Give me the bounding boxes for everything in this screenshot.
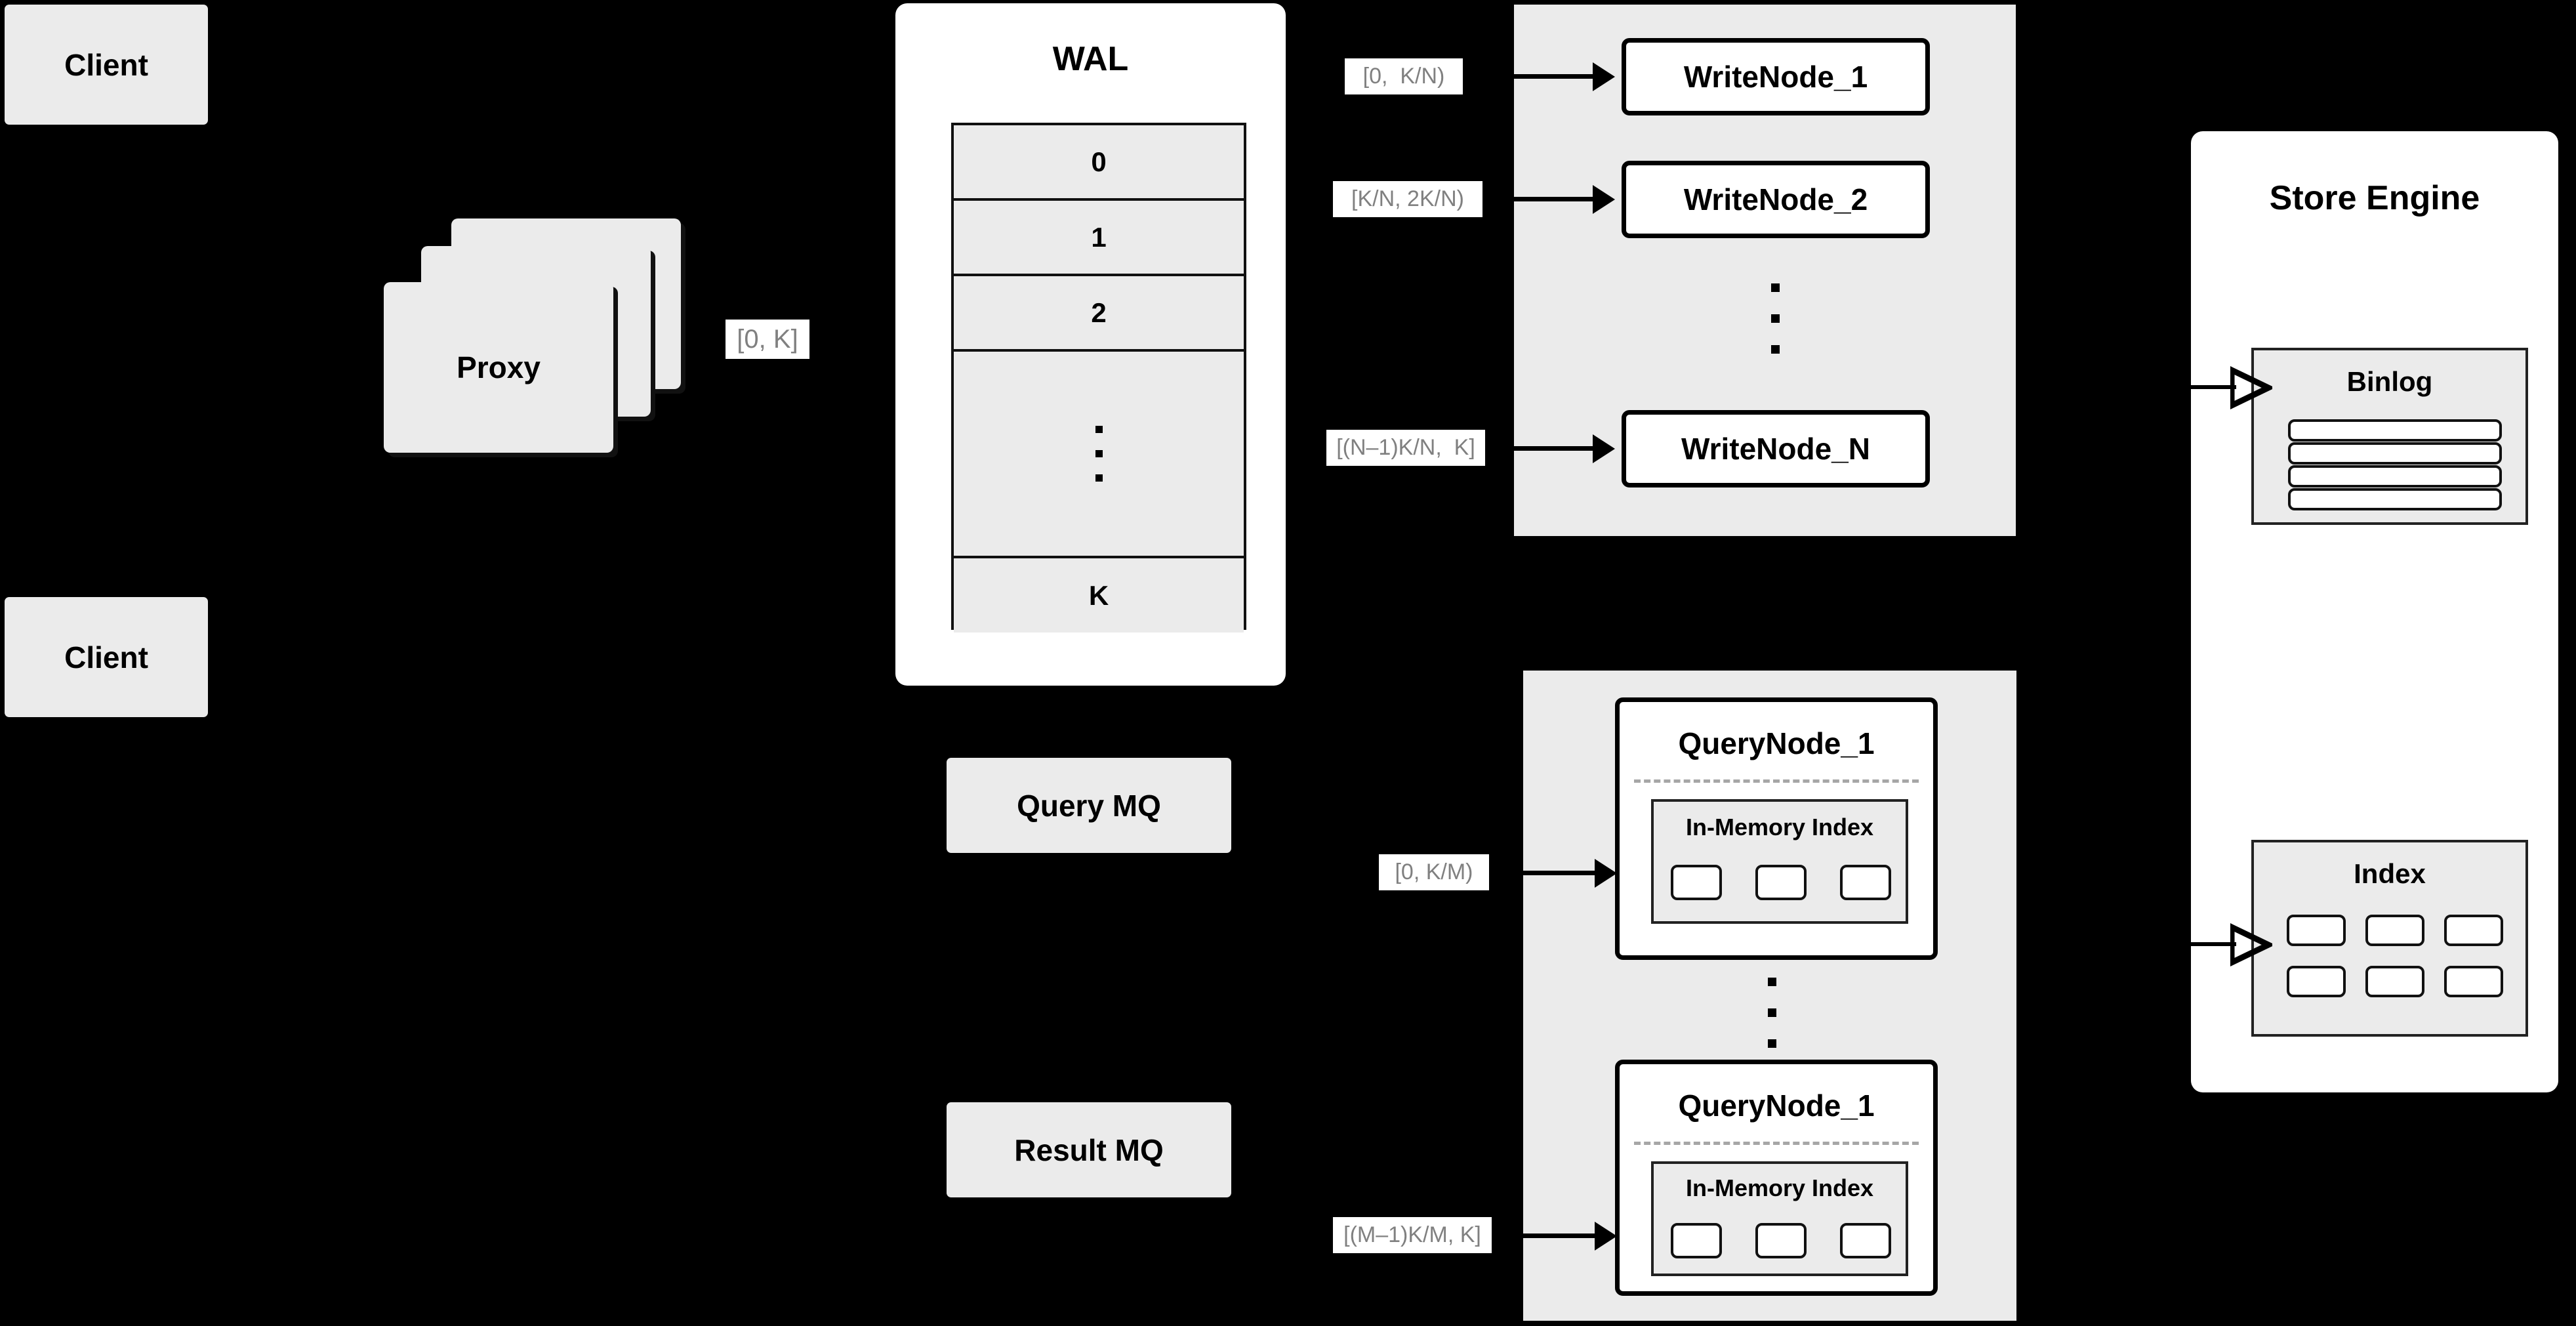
wal-row-label-2: 2 [1091,297,1107,328]
wal-row-ellipsis [954,352,1244,558]
wal-row-0[interactable]: 0 [954,125,1244,201]
result-mq-box[interactable]: Result MQ [947,1102,1231,1197]
ellipsis-dot [1768,978,1776,986]
binlog-row[interactable] [2288,419,2502,442]
index-cell[interactable] [2287,915,2346,946]
query-node-2-label: QueryNode_1 [1678,1088,1875,1123]
binlog-row[interactable] [2288,442,2502,465]
query-node-2-range-label: [(M–1)K/M, K] [1333,1217,1492,1253]
write-node-n-range-label: [(N–1)K/N, K] [1326,430,1485,466]
arrow-head-index-open [2230,923,2272,966]
ellipsis-dot [1771,345,1780,354]
index-cell[interactable] [2287,966,2346,997]
binlog-title: Binlog [2346,366,2433,397]
wal-panel: WAL 0 1 2 K [895,3,1286,686]
wal-row-1[interactable]: 1 [954,201,1244,276]
proxy-label: Proxy [457,350,541,384]
index-cell[interactable] [2365,966,2424,997]
query-node-2-separator [1634,1142,1919,1145]
write-node-1-range-label: [0, K/N) [1345,58,1463,94]
ellipsis-dot [1095,450,1103,457]
index-slot[interactable] [1755,865,1807,900]
index-cell[interactable] [2444,966,2503,997]
in-memory-index-2: In-Memory Index [1651,1161,1908,1276]
write-node-2-label: WriteNode_2 [1683,182,1868,217]
index-box: Index [2251,840,2528,1037]
wal-row-label-0: 0 [1091,146,1107,177]
client-label-1: Client [64,47,148,82]
arrow-head-writenode-2 [1593,185,1615,214]
index-slot[interactable] [1755,1223,1807,1258]
in-memory-index-2-title: In-Memory Index [1685,1174,1874,1201]
wal-row-label-1: 1 [1091,221,1107,253]
ellipsis-dot [1095,474,1103,482]
query-node-1-separator [1634,779,1919,783]
index-cell[interactable] [2444,915,2503,946]
in-memory-index-1-title: In-Memory Index [1685,814,1874,840]
wal-title: WAL [1052,40,1129,78]
write-node-n[interactable]: WriteNode_N [1622,410,1930,487]
query-mq-box[interactable]: Query MQ [947,758,1231,853]
arrow-head-binlog-open [2230,366,2272,409]
client-box-1[interactable]: Client [5,5,208,125]
index-title: Index [2354,858,2426,889]
arrow-line-writenode-n [1512,446,1597,451]
store-engine-panel: Store Engine Binlog Index [2191,131,2558,1092]
index-cell[interactable] [2365,915,2424,946]
arrow-line-querynode-1 [1521,871,1599,875]
query-node-1-label: QueryNode_1 [1678,726,1875,760]
write-node-2[interactable]: WriteNode_2 [1622,161,1930,238]
arrow-head-writenode-1 [1593,62,1615,91]
store-engine-title: Store Engine [2269,179,2480,217]
in-memory-index-1: In-Memory Index [1651,799,1908,924]
ellipsis-dot [1768,1008,1776,1017]
ellipsis-dot [1768,1039,1776,1048]
write-node-1[interactable]: WriteNode_1 [1622,38,1930,115]
arrow-line-writenode-1 [1512,74,1597,79]
index-slot[interactable] [1671,865,1722,900]
proxy-card-front[interactable]: Proxy [384,282,613,453]
arrow-head-querynode-2 [1595,1222,1617,1251]
binlog-row[interactable] [2288,488,2502,510]
index-slot[interactable] [1671,1223,1722,1258]
write-node-1-label: WriteNode_1 [1683,60,1868,94]
arrow-line-writenode-2 [1512,197,1597,201]
wal-table: 0 1 2 K [951,123,1246,632]
index-slot[interactable] [1840,865,1891,900]
query-node-1-range-label: [0, K/M) [1379,854,1489,890]
arrow-head-writenode-n [1593,434,1615,463]
query-node-2[interactable]: QueryNode_1 In-Memory Index [1615,1060,1938,1296]
query-mq-label: Query MQ [1017,788,1161,823]
binlog-row[interactable] [2288,465,2502,487]
arrow-line-binlog [2189,385,2236,389]
write-node-n-label: WriteNode_N [1681,432,1870,466]
proxy-range-label: [0, K] [726,320,809,359]
ellipsis-dot [1771,314,1780,323]
ellipsis-dot [1771,283,1780,292]
query-node-1[interactable]: QueryNode_1 In-Memory Index [1615,697,1938,960]
wal-row-k[interactable]: K [954,558,1244,632]
client-box-2[interactable]: Client [5,597,208,717]
binlog-box: Binlog [2251,348,2528,525]
wal-row-label-k: K [1088,579,1109,611]
arrow-line-querynode-2 [1521,1233,1599,1238]
index-slot[interactable] [1840,1223,1891,1258]
result-mq-label: Result MQ [1014,1132,1164,1167]
wal-row-2[interactable]: 2 [954,276,1244,352]
write-node-2-range-label: [K/N, 2K/N) [1333,181,1482,217]
query-group-ellipsis [1768,978,1776,1048]
arrow-line-index [2189,942,2236,946]
arrow-head-querynode-1 [1595,859,1617,888]
write-group-ellipsis [1771,283,1780,354]
ellipsis-dot [1095,426,1103,433]
client-label-2: Client [64,640,148,674]
